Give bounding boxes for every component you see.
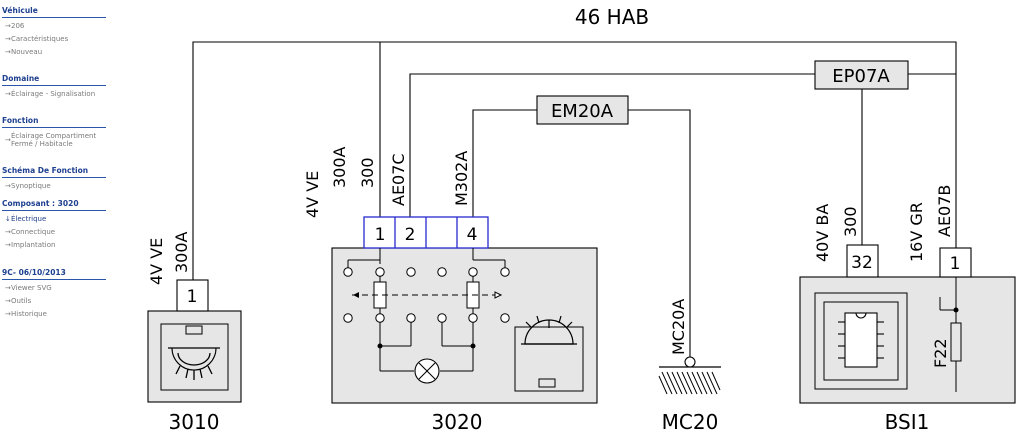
section-version: 9C- 06/10/2013 →Viewer SVG →Outils →Hist…	[2, 268, 106, 323]
section-title-schema: Schéma De Fonction	[2, 166, 106, 178]
arrow-down-icon: ↓	[5, 215, 11, 223]
label-mc20: MC20	[662, 410, 719, 433]
sidebar-item-caracteristiques[interactable]: →Caractéristiques	[5, 35, 69, 43]
pin-3020-1: 1	[375, 225, 386, 245]
switch-circuit	[343, 248, 510, 372]
arrow-right-icon: →	[5, 136, 11, 144]
fuse-icon	[939, 277, 962, 392]
component-3020[interactable]: 1 2 4	[331, 216, 598, 433]
wire-label-ae07c: AE07C	[389, 153, 408, 206]
svg-text:EM20A: EM20A	[551, 101, 614, 122]
arrow-right-icon: →	[5, 48, 11, 56]
pin-3020-4: 4	[467, 225, 478, 245]
wire-label-3020-num: 300A	[330, 146, 349, 188]
wire-ae07c	[409, 73, 815, 217]
section-title-fonction: Fonction	[2, 116, 106, 128]
sidebar-item-206[interactable]: →206	[5, 22, 25, 30]
wire-label-3020-color: 4V VE	[303, 171, 322, 218]
wiring-diagram: 46 HAB EP07A EM20A 4V VE 300A 4V VE 300A…	[147, 5, 1016, 433]
lamp-icon	[514, 315, 584, 392]
sidebar-item-historique[interactable]: →Historique	[5, 310, 47, 318]
bulb-icon	[414, 358, 440, 384]
wire-label-bsi-1-color: 16V GR	[907, 202, 926, 262]
wire-m302a	[472, 109, 537, 217]
component-bsi1[interactable]: F22 32 1 BSI1	[799, 244, 1016, 433]
arrow-right-icon: →	[5, 228, 11, 236]
pin-bsi-1: 1	[950, 254, 961, 274]
section-composant: Composant : 3020 ↓Électrique →Connectiqu…	[2, 199, 106, 254]
wire-300A-to-bsi	[192, 41, 957, 280]
ground-point-icon	[684, 356, 696, 368]
arrow-right-icon: →	[5, 90, 11, 98]
pin-bsi-32: 32	[851, 253, 873, 273]
arrow-right-icon: →	[5, 310, 11, 318]
wire-label-mc20a: MC20A	[669, 299, 688, 355]
arrow-right-icon: →	[5, 35, 11, 43]
wire-label-3020-sub: 300	[358, 157, 377, 188]
arrow-right-icon: →	[5, 284, 11, 292]
section-schema: Schéma De Fonction →Synoptique	[2, 166, 106, 195]
arrow-right-icon: →	[5, 182, 11, 190]
wire-label-m302a: M302A	[452, 151, 471, 206]
sidebar: Véhicule →206 →Caractéristiques →Nouveau…	[0, 0, 108, 433]
wire-label-bsi-1-num: AE07B	[935, 185, 954, 237]
component-mc20[interactable]: MC20	[658, 356, 721, 433]
sidebar-item-synoptique[interactable]: →Synoptique	[5, 182, 51, 190]
sidebar-item-eclairage-signalisation[interactable]: →Éclairage - Signalisation	[5, 90, 96, 98]
diagram-title: 46 HAB	[575, 5, 649, 29]
wire-label-3010-num: 300A	[172, 231, 191, 273]
lamp-icon	[168, 325, 220, 380]
svg-text:EP07A: EP07A	[832, 66, 890, 87]
section-title-version: 9C- 06/10/2013	[2, 268, 106, 280]
wire-label-bsi-32-color: 40V BA	[813, 204, 832, 262]
arrow-right-icon: →	[5, 297, 11, 305]
chip-icon	[838, 312, 884, 368]
connector-3020-block	[363, 216, 489, 249]
connector-ep07a: EP07A	[814, 60, 909, 90]
label-bsi1: BSI1	[885, 410, 930, 433]
label-3020: 3020	[432, 410, 483, 433]
sidebar-item-viewer-svg[interactable]: →Viewer SVG	[5, 284, 52, 292]
arrow-right-icon: →	[5, 241, 11, 249]
section-vehicule: Véhicule →206 →Caractéristiques →Nouveau	[2, 6, 106, 61]
component-3010[interactable]: 1 3010	[147, 279, 242, 433]
wire-em20a-mc20	[628, 109, 691, 360]
sidebar-item-implantation[interactable]: →Implantation	[5, 241, 56, 249]
section-title-vehicule: Véhicule	[2, 6, 106, 18]
sidebar-item-nouveau[interactable]: →Nouveau	[5, 48, 43, 56]
wire-label-3010-color: 4V VE	[147, 238, 166, 285]
sidebar-item-electrique[interactable]: ↓Électrique	[5, 215, 47, 223]
pin-3020-2: 2	[405, 225, 416, 245]
label-3010: 3010	[169, 410, 220, 433]
section-domaine: Domaine →Éclairage - Signalisation	[2, 74, 106, 103]
arrow-right-icon: →	[5, 22, 11, 30]
wires	[192, 41, 957, 360]
section-title-domaine: Domaine	[2, 74, 106, 86]
sidebar-item-connectique[interactable]: →Connectique	[5, 228, 56, 236]
ground-hatch	[658, 371, 721, 395]
wire-label-bsi-32-num: 300	[841, 206, 860, 237]
fuse-label: F22	[931, 338, 950, 368]
sidebar-item-outils[interactable]: →Outils	[5, 297, 32, 305]
section-title-composant: Composant : 3020	[2, 199, 106, 211]
connector-em20a: EM20A	[536, 95, 629, 125]
pin-3010-1: 1	[187, 287, 198, 307]
